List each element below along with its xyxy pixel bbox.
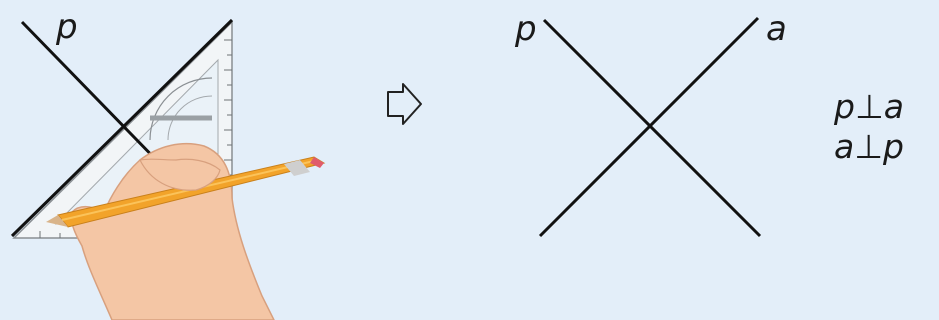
right-lines — [538, 16, 762, 238]
hollow-right-arrow-icon — [387, 83, 422, 125]
relation-p-perp-a: p⊥a — [834, 87, 904, 126]
left-line-label-p: p — [56, 7, 78, 47]
right-line-a — [538, 16, 760, 238]
right-line-label-p: p — [515, 9, 537, 49]
right-line-label-a: a — [766, 9, 787, 49]
left-line-p — [20, 20, 170, 174]
left-lines — [10, 18, 234, 238]
left-line-set-square-edge — [10, 18, 234, 238]
relation-a-perp-p: a⊥p — [834, 127, 904, 166]
right-line-p — [542, 18, 762, 238]
hand-fingers — [139, 158, 221, 191]
